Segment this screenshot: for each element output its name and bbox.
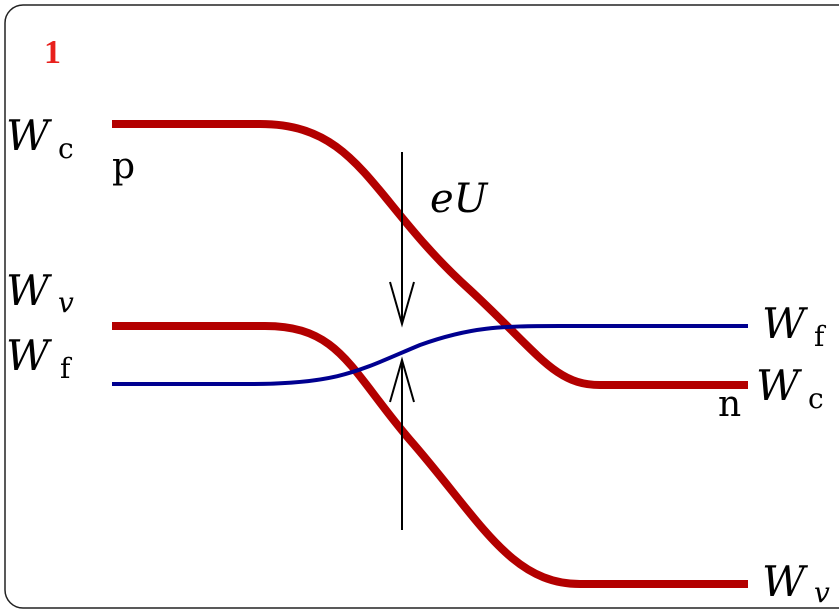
svg-text:v: v [814,576,830,609]
svg-text:f: f [60,352,73,385]
svg-text:W: W [6,111,53,160]
barrier-arrow-up-head [389,356,415,403]
svg-text:W: W [762,557,809,606]
barrier-arrow-down-head [389,281,415,328]
label-p-region: p [112,146,135,187]
svg-text:W: W [6,331,53,380]
label-right-wc: W c [756,361,824,415]
svg-text:W: W [762,299,809,348]
panel-number: 1 [44,34,61,71]
svg-text:c: c [58,132,74,165]
label-left-wv: W v [6,266,74,319]
svg-text:f: f [814,320,827,353]
panel-frame [4,4,839,609]
svg-text:v: v [58,286,74,319]
label-n-region: n [718,384,741,425]
label-barrier-eU: eU [430,176,489,222]
label-right-wf: W f [762,299,827,353]
fermi-level-curve [112,324,748,386]
svg-text:c: c [808,382,824,415]
svg-text:W: W [6,266,53,315]
valence-band-curve [112,322,748,588]
conduction-band-curve [112,120,748,389]
label-right-wv: W v [762,557,830,609]
label-left-wf: W f [6,331,73,385]
label-left-wc: W c [6,111,74,165]
svg-text:W: W [756,361,803,410]
